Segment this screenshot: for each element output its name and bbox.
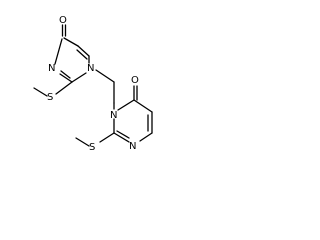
atom-n-ring1-upper: N <box>48 63 55 74</box>
bond-c4-c5-ring2 <box>133 99 153 113</box>
bond-n1-c2 <box>71 72 87 83</box>
bond-n3-c4-ring2 <box>117 99 135 111</box>
atom-o-top: O <box>59 15 67 26</box>
bond-n1-c2-ring2 <box>113 132 130 143</box>
atom-s-left: S <box>47 92 53 103</box>
atom-o-right: O <box>131 75 139 86</box>
atom-s-bottom: S <box>89 142 95 153</box>
bond-c4-c5 <box>63 37 79 47</box>
atom-n-ring2-lower: N <box>129 141 136 152</box>
bond-c5-c6-inner <box>76 49 88 60</box>
molecule-structure-svg: O N N S O N N S <box>33 15 153 153</box>
bond-c2-n3-double <box>60 70 71 79</box>
molecule-diagram: O N N S O N N S <box>0 0 199 190</box>
bond-c2-s-ring2 <box>99 132 115 143</box>
bond-n1-c2-ring2-double <box>116 130 130 139</box>
bond-s-methyl-1 <box>33 87 48 97</box>
bond-n3-c4 <box>54 38 63 65</box>
bond-c2-n3 <box>59 73 73 83</box>
bond-s-methyl-2 <box>75 137 90 147</box>
bond-c5-c6 <box>77 45 90 57</box>
bond-n1-ch2 <box>95 69 115 83</box>
bond-c2-s <box>55 81 73 95</box>
atom-n-ring1-right: N <box>87 63 94 74</box>
bond-c6-n1-ring2 <box>139 132 153 142</box>
atom-n-ring2-left: N <box>110 110 117 121</box>
